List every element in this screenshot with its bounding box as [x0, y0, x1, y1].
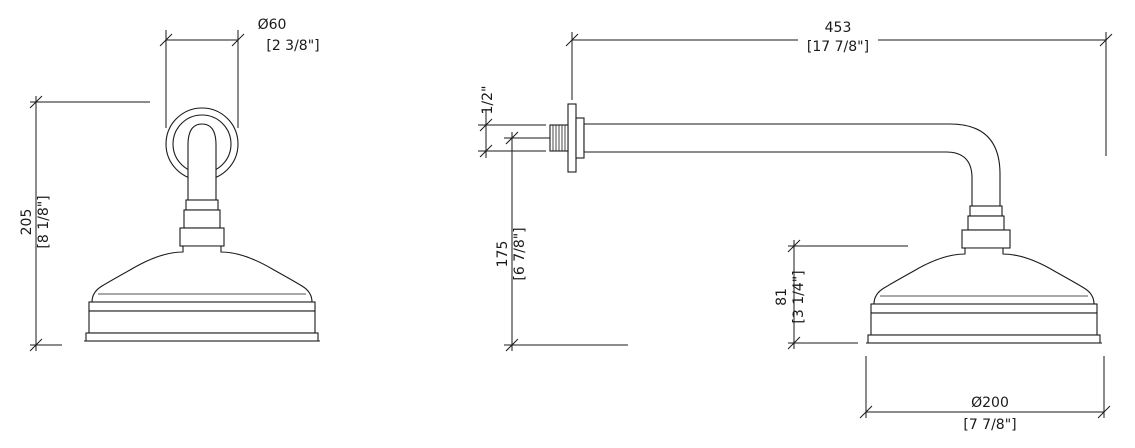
dim-side-thread: 1/2": [478, 86, 546, 158]
dim-side-head-dia-mm: Ø200: [971, 395, 1009, 411]
swivel-joint: [183, 209, 221, 229]
dim-side-head-height-inch: [3 1/4"]: [791, 270, 807, 323]
dim-side-length: 453 [17 7/8"]: [565, 20, 1113, 156]
dim-side-head-dia-inch: [7 7/8"]: [963, 417, 1016, 433]
head-rim-body-side: [870, 312, 1098, 336]
dim-front-width-mm: Ø60: [258, 17, 287, 33]
arm-collar: [185, 199, 219, 211]
dim-side-drop-mm: 175: [495, 241, 511, 268]
head-rim-body: [88, 310, 316, 334]
arm-wall-collar: [575, 117, 585, 159]
head-rim-bottom: [85, 332, 319, 342]
arm-end-collar: [969, 205, 1003, 217]
shower-arm: [583, 123, 1001, 207]
dim-side-length-inch: [17 7/8"]: [807, 39, 869, 55]
dim-front-height: 205 [8 1/8"]: [19, 95, 150, 352]
dim-side-drop: 175 [6 7/8"]: [495, 131, 628, 352]
dim-front-height-inch: [8 1/8"]: [36, 195, 52, 248]
wall-plate: [567, 103, 577, 173]
dim-side-drop-inch: [6 7/8"]: [512, 227, 528, 280]
swivel-nut-side: [961, 229, 1011, 249]
dim-side-head-height: 81 [3 1/4"]: [774, 239, 908, 350]
dim-side-head-height-mm: 81: [774, 288, 790, 306]
swivel-joint-side: [967, 215, 1005, 231]
front-view: Ø60 [2 3/8"] 205 [8 1/8"]: [19, 17, 320, 352]
side-view: 453 [17 7/8"] 1/2" 175 [6 7/8"]: [478, 20, 1113, 433]
dim-side-thread-label: 1/2": [480, 86, 496, 115]
dim-side-head-dia: Ø200 [7 7/8"]: [859, 356, 1111, 433]
head-rim-top-side: [870, 303, 1098, 314]
head-rim-top: [88, 301, 316, 312]
dim-front-width: Ø60 [2 3/8"]: [159, 17, 320, 128]
dim-side-length-mm: 453: [825, 20, 852, 36]
swivel-nut: [179, 227, 225, 247]
head-rim-bottom-side: [867, 334, 1101, 344]
dim-front-width-inch: [2 3/8"]: [266, 38, 319, 54]
arm-elbow: [187, 123, 217, 201]
dim-front-height-mm: 205: [19, 209, 35, 236]
